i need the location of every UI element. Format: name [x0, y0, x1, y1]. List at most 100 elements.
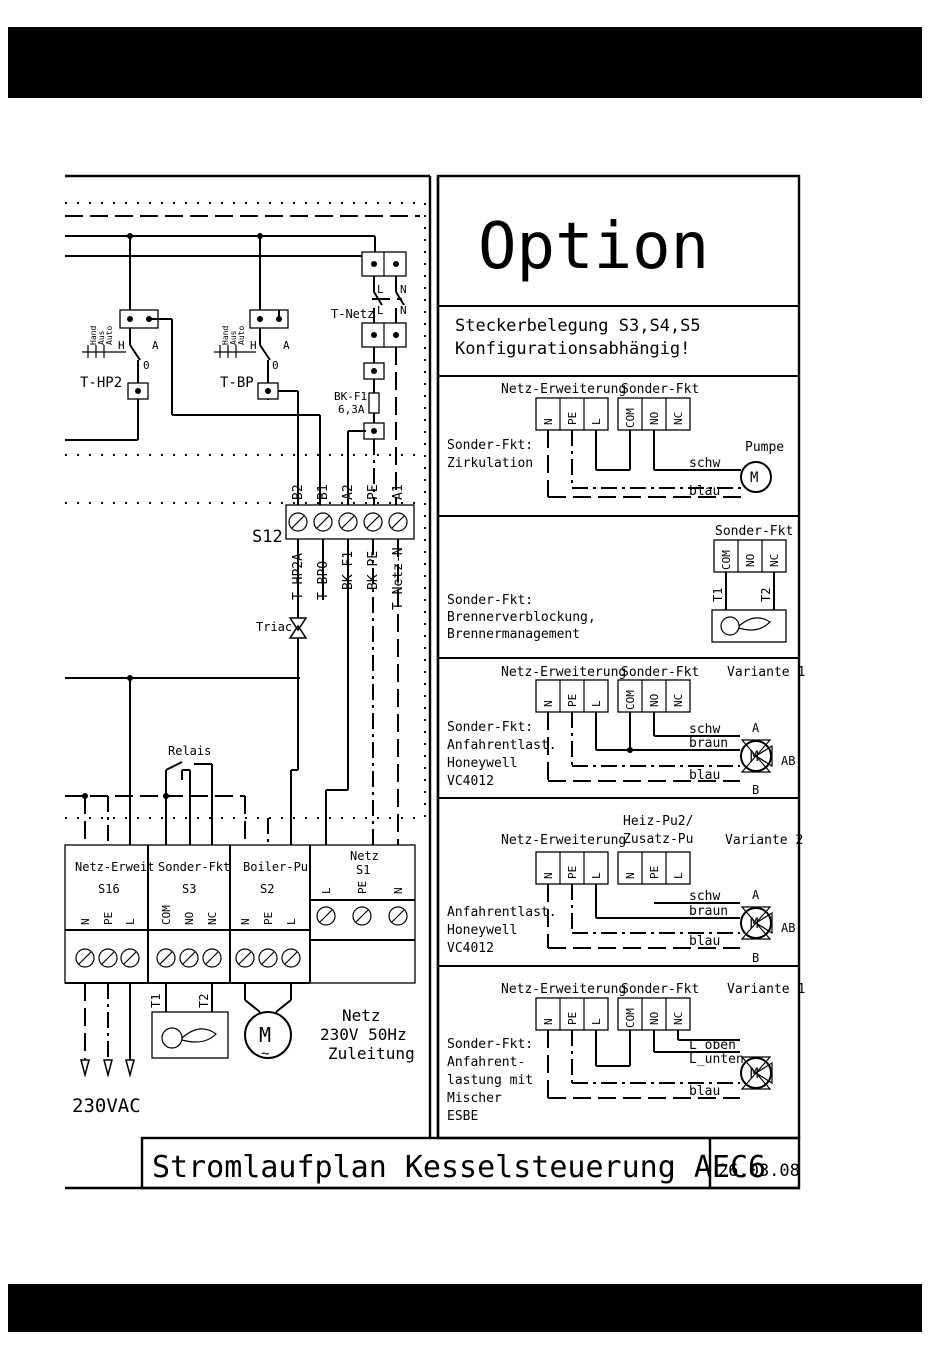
panel-brennerverblockung: [711, 539, 787, 643]
p4-pin2-pe: PE: [648, 866, 661, 879]
p5-label-4: Mischer: [447, 1091, 502, 1106]
p1-pin-l: L: [590, 418, 603, 425]
p2-label-2: Brennerverblockung,: [447, 610, 596, 625]
strip-netz-id: S1: [356, 863, 370, 877]
p3-pin-no: NO: [648, 694, 661, 707]
p1-pin-nc: NC: [672, 412, 685, 425]
panel-zirkulation: [535, 397, 772, 498]
thp2-aus-label: Aus: [97, 330, 106, 345]
p5-label-1: Sonder-Fkt:: [447, 1037, 533, 1052]
strip-netz-erweit-id: S16: [98, 882, 120, 896]
p3-pin-nc: NC: [672, 694, 685, 707]
p1-sonder-label: Sonder-Fkt: [621, 382, 699, 397]
p4-b-label: B: [752, 951, 759, 965]
p5-label-3: lastung mit: [447, 1073, 533, 1088]
tbp-label: T-BP: [220, 375, 254, 391]
drawing-date: 26.03.08: [718, 1161, 800, 1181]
relais-label: Relais: [168, 744, 211, 758]
strip-netz-erweit-name: Netz-Erweit: [75, 860, 154, 874]
p2-pin-com: COM: [720, 550, 733, 570]
s12-top-b2: B2: [291, 484, 306, 500]
p4-pin-l: L: [590, 872, 603, 879]
strip-pin-s16-l: L: [124, 918, 137, 925]
drawing-frame: [65, 174, 801, 1190]
p4-pin2-l: L: [672, 872, 685, 879]
p5-blau-label: blau: [689, 1084, 720, 1099]
p5-pin-n: N: [542, 1018, 555, 1025]
strip-pin-s2-pe: PE: [262, 912, 275, 925]
p1-blau-label: blau: [689, 484, 720, 499]
tnetz-n-label: N: [400, 283, 407, 296]
strip-pin-s1-n: N: [392, 887, 405, 894]
panel-mischer: [535, 997, 773, 1099]
thp2-hand-label: Hand: [89, 326, 98, 345]
p4-variant-label: Variante 2: [725, 833, 803, 848]
p2-label-1: Sonder-Fkt:: [447, 593, 533, 608]
tnetz-n2-label: N: [400, 304, 407, 317]
supply-voltage-label: 230V 50Hz: [320, 1025, 407, 1044]
p4-heiz-label-1: Heiz-Pu2/: [623, 814, 693, 829]
p3-b-label: B: [752, 783, 759, 797]
vac-label: 230VAC: [72, 1095, 141, 1117]
s12-top-a1: A1: [391, 484, 406, 500]
p5-pin-l: L: [590, 1018, 603, 1025]
p5-unten-label: L_unten: [689, 1052, 744, 1067]
s12-bottom-bkf1: BK-F1: [341, 551, 356, 590]
drawing-title: Stromlaufplan Kesselsteuerung AEC6: [152, 1150, 766, 1185]
tbp-0-label: 0: [272, 359, 279, 372]
p2-t1-label: T1: [711, 588, 725, 602]
p3-ab-label: AB: [781, 754, 795, 768]
p5-pin-nc: NC: [672, 1012, 685, 1025]
tbp-a-label: A: [283, 339, 290, 352]
strip-pin-s16-n: N: [79, 918, 92, 925]
p3-variant-label: Variante 1: [727, 665, 805, 680]
thp2-label: T-HP2: [80, 375, 122, 391]
p3-netz-erw-label: Netz-Erweiterung: [501, 665, 626, 680]
strip-pin-s16-pe: PE: [102, 912, 115, 925]
p3-pin-n: N: [542, 700, 555, 707]
p5-netz-erw-label: Netz-Erweiterung: [501, 982, 626, 997]
p3-label-3: Honeywell: [447, 756, 517, 771]
p1-pin-n: N: [542, 418, 555, 425]
s12-bottom-bkpe: BK-PE: [366, 551, 381, 590]
p5-sonder-label: Sonder-Fkt: [621, 982, 699, 997]
boiler-motor-tilde: ~: [261, 1046, 269, 1062]
tbp-h-label: H: [250, 339, 257, 352]
p1-pumpe-label: Pumpe: [745, 440, 784, 455]
strip-sonder-fkt-name: Sonder-Fkt: [158, 860, 230, 874]
option-line-1: Steckerbelegung S3,S4,S5: [455, 316, 701, 336]
tnetz-label: T-Netz: [331, 307, 374, 321]
p3-pin-l: L: [590, 700, 603, 707]
p4-label-1: Anfahrentlast.: [447, 905, 557, 920]
p1-label-2: Zirkulation: [447, 456, 533, 471]
p3-schw-label: schw: [689, 722, 720, 737]
p5-motor-m: M: [750, 1066, 758, 1082]
s12-bottom-tbpo: T-BPO: [316, 561, 331, 600]
p1-netz-erw-label: Netz-Erweiterung: [501, 382, 626, 397]
p3-label-1: Sonder-Fkt:: [447, 720, 533, 735]
p5-label-2: Anfahrent-: [447, 1055, 525, 1070]
p4-heiz-label-2: Zusatz-Pu: [623, 832, 693, 847]
p3-label-2: Anfahrentlast.: [447, 738, 557, 753]
strip-pin-s1-pe: PE: [356, 881, 369, 894]
fuse-label: 6,3A: [338, 403, 365, 416]
p1-pin-pe: PE: [566, 412, 579, 425]
strip-boiler-pu-name: Boiler-Pu: [243, 860, 308, 874]
strip-boiler-pu-id: S2: [260, 882, 274, 896]
p5-oben-label: L_oben: [689, 1038, 736, 1053]
p4-label-3: VC4012: [447, 941, 494, 956]
strip-pin-s2-n: N: [239, 918, 252, 925]
thp2-auto-label: Auto: [105, 326, 114, 345]
left-wiring: [64, 202, 426, 1078]
tbp-auto-label: Auto: [237, 326, 246, 345]
p3-motor-m: M: [750, 749, 758, 765]
triac-label: Triac: [256, 620, 292, 634]
p1-label-1: Sonder-Fkt:: [447, 438, 533, 453]
tnetz-l2-label: L: [377, 304, 384, 317]
strip-sonder-fkt-id: S3: [182, 882, 196, 896]
p4-ab-label: AB: [781, 921, 795, 935]
p2-pin-nc: NC: [768, 554, 781, 567]
panel-variante-1: [535, 679, 773, 782]
p3-sonder-label: Sonder-Fkt: [621, 665, 699, 680]
p4-pin-n: N: [542, 872, 555, 879]
